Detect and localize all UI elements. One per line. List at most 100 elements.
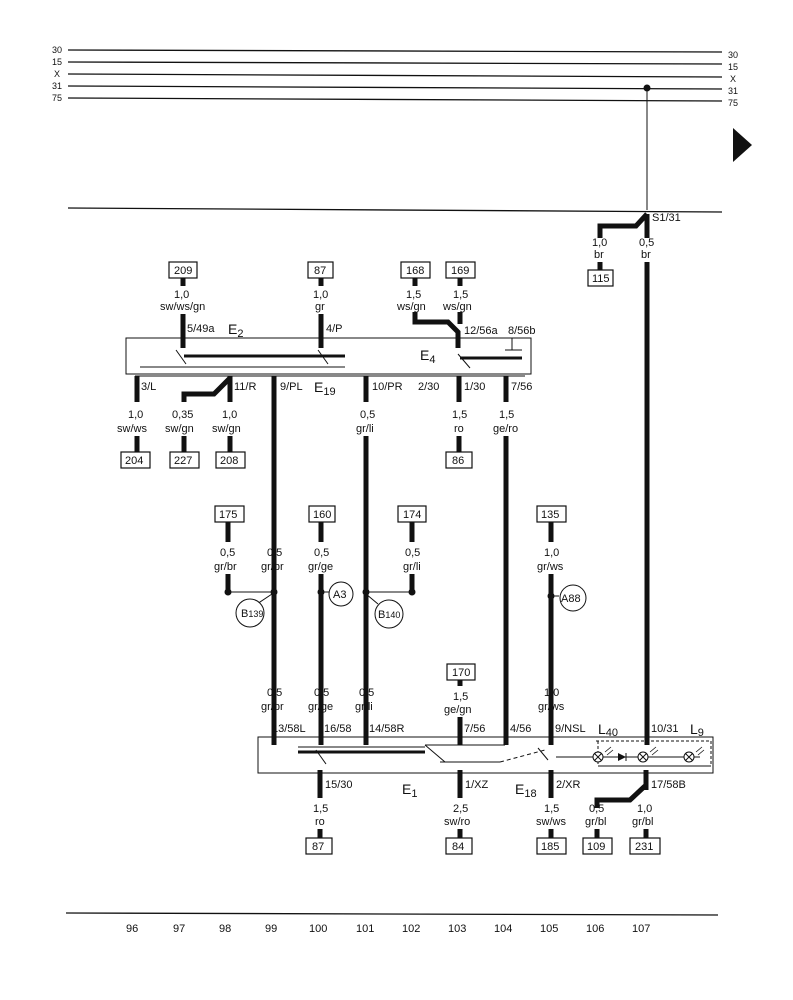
- switch-housing: [257, 736, 714, 774]
- terminal-number: 115: [592, 273, 610, 285]
- wire-color: ro: [454, 423, 464, 435]
- pin-label: 4/56: [510, 723, 531, 735]
- component-E2: E2: [228, 321, 243, 340]
- connector-label: B139: [241, 608, 263, 620]
- terminal-number: 87: [312, 841, 324, 853]
- wire-size: 0,5: [359, 687, 374, 699]
- wire-color: gr/br: [261, 561, 284, 573]
- terminal-number: 170: [452, 667, 470, 679]
- wire-209: 209 1,0 sw/ws/gn 5/49a: [160, 261, 215, 348]
- wire-color: gr: [315, 301, 325, 313]
- pin-label: 1/XZ: [465, 779, 489, 791]
- wire-color: ge/gn: [444, 704, 472, 716]
- wire-size: 0,5: [639, 237, 654, 249]
- pin-label: 4/P: [326, 323, 343, 335]
- terminal-box: [629, 837, 661, 855]
- component-L40: L40: [598, 721, 618, 739]
- bus-label-right-15: 15: [728, 62, 738, 72]
- pin-label: 16/58: [324, 723, 352, 735]
- terminal-number: 227: [174, 455, 192, 467]
- terminal-box: [215, 451, 246, 469]
- wire-size: 1,0: [592, 237, 607, 249]
- wire-color: gr/ge: [308, 561, 333, 573]
- connector-A3: [328, 581, 354, 607]
- bus-lines: 30 15 X 31 75 30 15 X 31 75: [52, 45, 738, 108]
- terminal-box: [169, 451, 200, 469]
- column-number: 104: [494, 923, 512, 935]
- wire-size: 1,5: [313, 803, 328, 815]
- connector-label: B140: [378, 609, 400, 621]
- wires-86-gero: 2/30 1/30 1,5 ro 86 7/56 1,5 ge/ro: [418, 376, 532, 745]
- terminal-box: [305, 837, 333, 855]
- component-L9: L9: [690, 721, 704, 739]
- wire-size: 1,5: [453, 289, 468, 301]
- wire-color: sw/ws: [536, 816, 566, 828]
- wire-color: gr/bl: [585, 816, 606, 828]
- column-number: 99: [265, 923, 277, 935]
- terminal-number: 169: [451, 265, 469, 277]
- terminal-box: [587, 269, 614, 287]
- column-number: 105: [540, 923, 558, 935]
- terminal-box: [582, 837, 613, 855]
- wire-size: 2,5: [453, 803, 468, 815]
- wire-168-169: 168 1,5 ws/gn 169 1,5 ws/gn 12/56a 8/56b: [396, 261, 536, 350]
- wire-color: br: [641, 249, 651, 261]
- lamp-icon: [637, 751, 649, 763]
- wire-color: gr/ws: [537, 561, 564, 573]
- terminal-number: 84: [452, 841, 464, 853]
- terminal-number: 209: [174, 265, 192, 277]
- column-number: 103: [448, 923, 466, 935]
- wire-color: ge/ro: [493, 423, 518, 435]
- pin-label: 9/PL: [280, 381, 303, 393]
- pin-label: 10/PR: [372, 381, 403, 393]
- wire-size: 1,0: [174, 289, 189, 301]
- terminal-box: [536, 837, 567, 855]
- wire-size: 1,5: [499, 409, 514, 421]
- diode-icon: [618, 753, 627, 761]
- switch-housing: [125, 337, 532, 375]
- continuation-arrow-icon: [733, 128, 752, 162]
- wire-size: 1,5: [544, 803, 559, 815]
- terminal-number: 231: [635, 841, 653, 853]
- pin-label: 2/XR: [556, 779, 581, 791]
- bus-label-right-30: 30: [728, 50, 738, 60]
- ground-branch: S1/31 1,0 br 115 0,5 br: [587, 88, 681, 745]
- connector-B140: [374, 599, 404, 629]
- pin-label: 17/58B: [651, 779, 686, 791]
- component-E1: E1: [402, 781, 417, 800]
- pin-label: 10/31: [651, 723, 679, 735]
- wire-size: 1,0: [128, 409, 143, 421]
- connector-B139: [235, 598, 265, 628]
- lower-entry-labels: 0,5 gr/br 0,5 gr/ge 0,5 gr/li 170 1,5 ge…: [261, 663, 565, 745]
- lower-switch-group: 13/58L 16/58 14/58R 7/56 4/56 9/NSL 10/3…: [257, 721, 714, 800]
- wire-size: 1,5: [406, 289, 421, 301]
- wire-size: 1,0: [313, 289, 328, 301]
- wire-color: gr/li: [356, 423, 374, 435]
- terminal-number: 87: [314, 265, 326, 277]
- bus-label-right-75: 75: [728, 98, 738, 108]
- terminal-number: 135: [541, 509, 559, 521]
- pin-label: 8/56b: [508, 325, 536, 337]
- pin-label: 15/30: [325, 779, 353, 791]
- pin-label: 7/56: [511, 381, 532, 393]
- terminal-number: 160: [313, 509, 331, 521]
- wire-size: 0,5: [589, 803, 604, 815]
- column-number: 101: [356, 923, 374, 935]
- ground-line: [67, 207, 723, 213]
- wire-size: 1,0: [222, 409, 237, 421]
- wire-size: 1,5: [453, 691, 468, 703]
- bus-label-right-31: 31: [728, 86, 738, 96]
- component-E4: E4: [420, 347, 435, 366]
- bus-label-left-31: 31: [52, 81, 62, 91]
- wire-size: 0,5: [360, 409, 375, 421]
- wire-color: gr/li: [403, 561, 421, 573]
- wire-color: gr/br: [214, 561, 237, 573]
- terminal-number: 208: [220, 455, 238, 467]
- pin-label: 5/49a: [187, 323, 215, 335]
- bottom-outputs: 15/30 1,5 ro 87 1/XZ 2,5 sw/ro 84 2/XR 1…: [305, 770, 686, 855]
- wire-color: gr/ge: [308, 701, 333, 713]
- wire-size: 0,5: [314, 547, 329, 559]
- wire-color: sw/gn: [212, 423, 241, 435]
- middle-feeds: 175 0,5 gr/br 0,5 gr/br B139 160 0,5 gr/…: [214, 505, 587, 745]
